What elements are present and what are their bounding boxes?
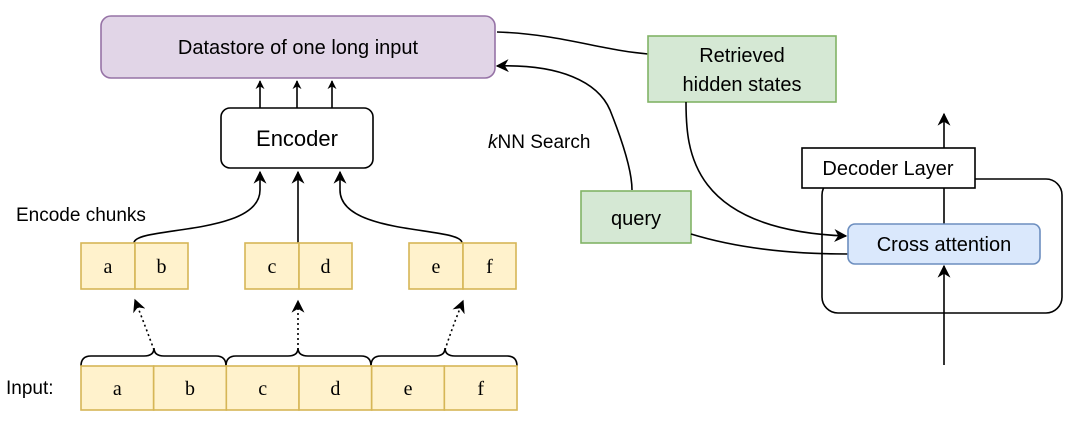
chunk-3-token-right-label: f — [486, 256, 493, 278]
input-braces — [80, 347, 518, 367]
chunk-3-token-left-label: e — [432, 256, 441, 278]
chunks-to-encoder-arrows — [133, 170, 463, 244]
decoder-layer-label: Decoder Layer — [822, 158, 954, 180]
encoder-label: Encoder — [256, 126, 338, 151]
chunk-1-token-right-rect — [134, 242, 189, 290]
input-token-2: b — [152, 365, 228, 411]
encoder-rect — [220, 107, 374, 169]
encode-chunks-label: Encode chunks — [16, 205, 146, 226]
input-token-3-rect — [225, 365, 300, 411]
input-token-1-label: a — [113, 378, 122, 400]
knn-k: k — [488, 132, 499, 153]
brace-cd — [225, 347, 372, 367]
input-token-5: e — [370, 365, 446, 411]
query-box: query — [580, 190, 692, 244]
input-token-5-label: e — [404, 378, 413, 400]
cross-attention-rect — [847, 223, 1041, 265]
chunk-3-token-right: f — [462, 242, 517, 290]
chunk-3-token-left: e — [408, 242, 464, 290]
chunk-2-token-right-label: d — [321, 256, 331, 278]
input-token-4-rect — [298, 365, 373, 411]
input-token-4: d — [298, 365, 373, 411]
chunk-2-token-right-rect — [298, 242, 353, 290]
cross-attention-box: Cross attention — [847, 223, 1041, 265]
query-label: query — [611, 208, 661, 230]
query-rect — [580, 190, 692, 244]
datastore-to-retrieved-line — [496, 31, 649, 55]
input-token-2-label: b — [185, 378, 195, 400]
input-token-2-rect — [152, 365, 228, 411]
input-token-6-rect — [443, 365, 518, 411]
chunk-1-token-left: a — [80, 242, 136, 290]
brace-ab — [80, 347, 227, 367]
chunk-2-token-right: d — [298, 242, 353, 290]
retrieved-line2: hidden states — [683, 74, 802, 96]
input-token-6-label: f — [477, 378, 484, 400]
chunk-2-token-left-rect — [244, 242, 300, 290]
datastore-label: Datastore of one long input — [178, 37, 419, 59]
encoder-box: Encoder — [220, 107, 374, 169]
input-token-5-rect — [370, 365, 446, 411]
retrieved-rect — [647, 35, 837, 103]
input-to-chunk-arrows — [133, 298, 465, 351]
chunk-3-token-left-rect — [408, 242, 464, 290]
input-label: Input: — [6, 378, 54, 399]
chunk-2-token-left-label: c — [268, 256, 277, 278]
brace-ef — [370, 347, 518, 367]
chunk-boxes: a b c d e f — [80, 242, 517, 290]
input-token-1: a — [80, 365, 155, 411]
chunk-2-token-left: c — [244, 242, 300, 290]
chunk-ef-to-encoder-arrow — [333, 170, 463, 244]
datastore-box: Datastore of one long input — [100, 15, 496, 79]
chunk-3-token-right-rect — [462, 242, 517, 290]
chunk-1-token-left-label: a — [104, 256, 113, 278]
chunk-1-token-right-label: b — [157, 256, 167, 278]
knn-search-arrow — [495, 59, 633, 191]
chunk-1-token-right: b — [134, 242, 189, 290]
datastore-rect — [100, 15, 496, 79]
input-token-3-label: c — [258, 378, 267, 400]
decoder-layer-title-rect — [801, 147, 976, 189]
input-token-3: c — [225, 365, 300, 411]
input-to-chunk-ab-arrow — [133, 298, 155, 351]
input-token-4-label: d — [330, 378, 340, 400]
input-token-1-rect — [80, 365, 155, 411]
encoder-to-datastore-arrows — [255, 80, 337, 108]
retrieved-line1: Retrieved — [699, 45, 785, 67]
input-tokens: a b c d e f — [80, 365, 518, 411]
decoder-layer-title-box: Decoder Layer — [801, 147, 976, 189]
cross-attention-label: Cross attention — [877, 234, 1012, 256]
knn-search-label: kNN Search — [488, 132, 590, 153]
chunk-ab-to-encoder-arrow — [133, 170, 267, 244]
input-token-6: f — [443, 365, 518, 411]
query-to-cross-attention-line — [690, 233, 849, 255]
retrieved-box: Retrieved hidden states — [647, 35, 837, 103]
retrieved-to-cross-attention-arrow — [685, 101, 848, 243]
input-to-chunk-ef-arrow — [444, 299, 465, 351]
knn-rest: NN Search — [498, 132, 591, 153]
